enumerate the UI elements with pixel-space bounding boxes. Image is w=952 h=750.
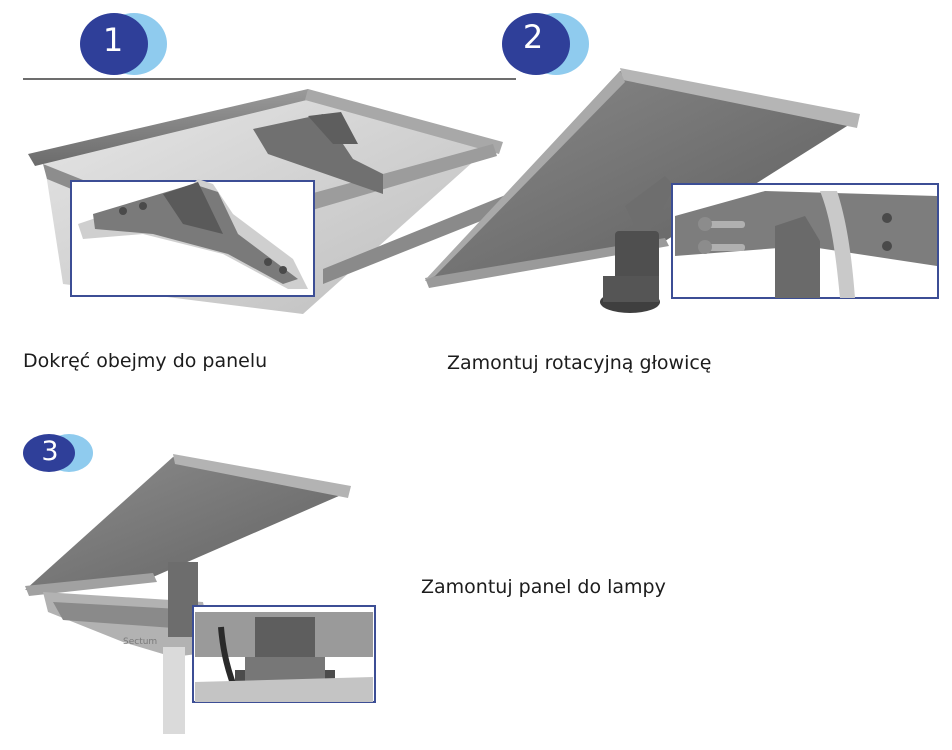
step-2-badge: 2: [500, 12, 590, 76]
step-1-illustration: [28, 89, 511, 314]
lamp-brand-logo: Sectum: [123, 637, 157, 647]
step-2-number: 2: [522, 18, 544, 56]
step-3-caption: Zamontuj panel do lampy: [421, 576, 666, 598]
step-2-illustration: [425, 68, 939, 313]
step-1-caption: Dokręć obejmy do panelu: [23, 350, 268, 372]
step-1-number: 1: [102, 21, 124, 59]
step-2-caption: Zamontuj rotacyjną głowicę: [447, 352, 712, 374]
step-3-badge: 3: [23, 433, 95, 473]
step-1-badge: 1: [78, 12, 168, 76]
section-divider: [23, 78, 516, 80]
step-3-number: 3: [41, 436, 59, 467]
step-3-illustration: Sectum: [25, 454, 376, 734]
